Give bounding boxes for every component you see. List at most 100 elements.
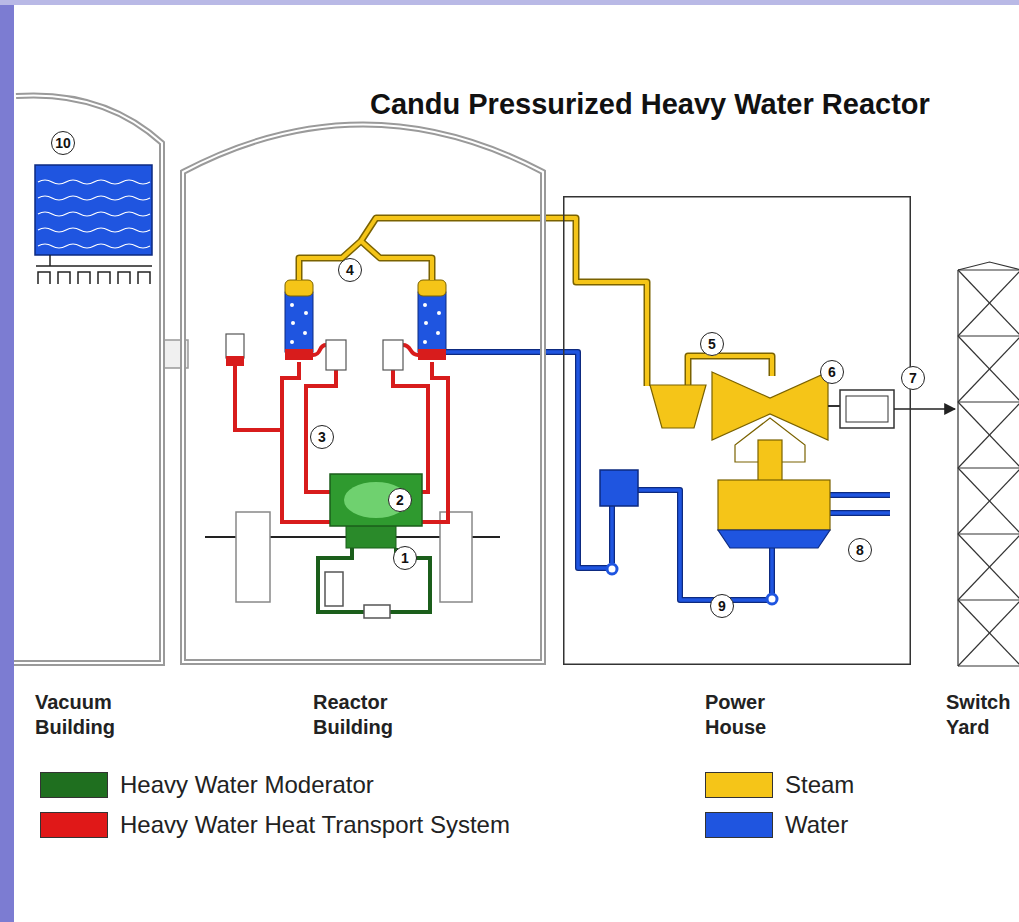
lattice-member [958, 270, 1019, 336]
callout-number: 4 [338, 258, 362, 282]
building-outline [955, 262, 1019, 665]
lattice-member [958, 665, 1019, 666]
legend-swatch [705, 812, 773, 838]
bubble [291, 321, 295, 325]
callout-number: 9 [710, 594, 734, 618]
turbine-shaft [828, 405, 840, 407]
hts-pipe [403, 345, 418, 355]
lattice-member [958, 599, 1019, 600]
wave-line [38, 228, 150, 232]
steam-generator [285, 280, 313, 360]
reactor-building: Reactor Building [180, 122, 546, 665]
lattice-member [958, 402, 1019, 468]
hts-pump [383, 340, 403, 370]
callout-number: 10 [51, 131, 75, 155]
pressurizer-base [226, 356, 244, 366]
wave-line [38, 212, 150, 216]
lattice-member [958, 336, 1019, 402]
power-line-arrow [911, 408, 955, 410]
generator-inner [846, 396, 888, 422]
condenser [718, 480, 830, 530]
feed-pump [607, 564, 617, 574]
hts-pipe [313, 345, 326, 355]
wave-line [38, 196, 150, 200]
lattice-member [958, 262, 1019, 270]
callout-number: 6 [820, 360, 844, 384]
cooling-pipe [830, 495, 890, 513]
bubble [423, 340, 427, 344]
wall-outer [183, 125, 543, 663]
building-outline [180, 122, 546, 665]
wall-outline [564, 197, 911, 665]
steam-pipe [299, 218, 772, 386]
power-line [894, 408, 911, 410]
condensate-pump [767, 594, 777, 604]
lattice-member [958, 270, 1019, 336]
moderator-heat-exchanger [325, 572, 343, 606]
hts-pump [326, 340, 346, 370]
building-outline [14, 88, 165, 665]
pipe-fill [299, 218, 772, 386]
wall-inner [14, 95, 162, 663]
generator-dome [285, 280, 313, 296]
pressurizer [226, 334, 244, 358]
callout-number: 7 [901, 366, 925, 390]
slide-strip [0, 0, 14, 922]
callout-number: 2 [388, 488, 412, 512]
lattice-member [958, 468, 1019, 534]
callout-number: 5 [700, 332, 724, 356]
legend-swatch [40, 812, 108, 838]
cooling-pipe-outline [830, 495, 890, 513]
bubble [290, 303, 294, 307]
lattice-member [958, 467, 1019, 468]
callout-number: 1 [393, 546, 417, 570]
steam-generator [418, 280, 446, 360]
lattice-member [958, 600, 1019, 666]
building-label: Power House [705, 690, 815, 740]
lattice-member [958, 336, 1019, 402]
bubble [424, 321, 428, 325]
lattice-member [958, 534, 1019, 600]
lattice-member [958, 402, 1019, 468]
generator-bottom [418, 349, 446, 360]
connector-group [911, 409, 955, 410]
calandria [330, 474, 422, 526]
moderator-tank [346, 524, 396, 548]
generator-dome [418, 280, 446, 296]
generator-body [285, 292, 313, 352]
lattice-member [958, 269, 1019, 270]
building-label: Vacuum Building [35, 690, 145, 740]
water-tank [35, 165, 152, 255]
building-label: Reactor Building [313, 690, 423, 740]
hts-pipe [235, 366, 282, 430]
vacuum-building: Vacuum Building [14, 88, 165, 665]
wave-line [38, 180, 150, 184]
wave-line [38, 244, 150, 248]
wall-inner [183, 125, 543, 663]
slide-top-strip [0, 0, 1019, 5]
fuelling-machine [236, 512, 270, 602]
lattice-tower [958, 262, 1019, 666]
turbine-exhaust [758, 440, 782, 482]
lattice-member [958, 533, 1019, 534]
pipe-outline [299, 218, 772, 386]
bubble [303, 331, 307, 335]
bubble [423, 303, 427, 307]
generator-body [418, 292, 446, 352]
bubble [437, 311, 441, 315]
lattice-member [958, 401, 1019, 402]
callout-number: 8 [848, 538, 872, 562]
fuelling-machine [440, 512, 472, 602]
legend-swatch [705, 772, 773, 798]
preheater [600, 470, 638, 506]
lattice-member [958, 600, 1019, 666]
power-house: Power House [563, 196, 911, 665]
electric-generator [840, 390, 894, 428]
callout-number: 3 [310, 425, 334, 449]
building-outline [563, 196, 911, 665]
bubble [290, 340, 294, 344]
generator-bottom [285, 349, 313, 360]
hp-turbine [650, 385, 706, 428]
legend-swatch [40, 772, 108, 798]
